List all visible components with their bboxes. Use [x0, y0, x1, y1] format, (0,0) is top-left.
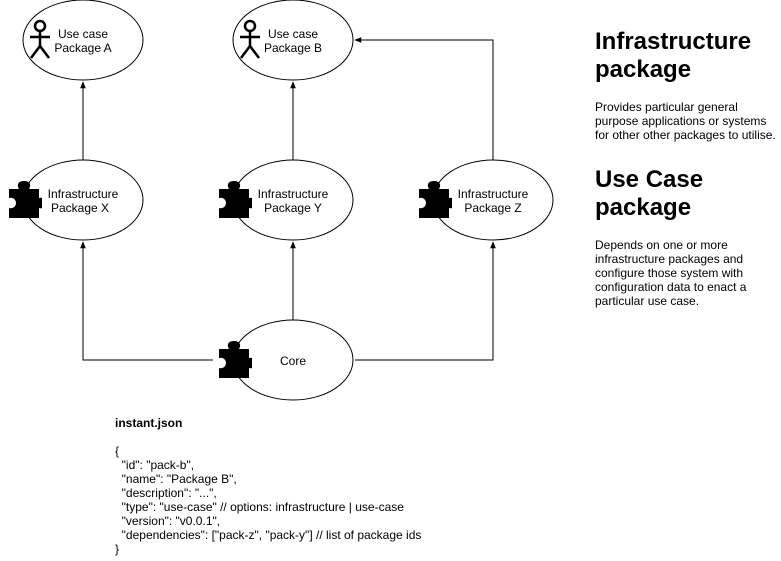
- json-example-title: instant.json: [115, 416, 183, 430]
- edge-core-to-z: [355, 241, 496, 361]
- node-label-line1: Infrastructure: [48, 187, 119, 201]
- node-label-line2: Package A: [54, 41, 111, 55]
- node-label-line1: Infrastructure: [258, 187, 329, 201]
- json-line: "name": "Package B",: [115, 472, 237, 486]
- node-package-y[interactable]: Infrastructure Package Y: [219, 159, 354, 241]
- json-line: "version": "v0.0.1",: [115, 514, 221, 528]
- node-package-a[interactable]: Use case Package A: [22, 0, 144, 81]
- json-line: "description": "...",: [115, 486, 217, 500]
- json-line: {: [115, 444, 120, 458]
- actor-icon: [30, 19, 50, 59]
- edge-core-to-x: [80, 241, 213, 361]
- json-line: "dependencies": ["pack-z", "pack-y"] // …: [115, 528, 422, 542]
- node-label-core: Core: [280, 354, 306, 368]
- node-label-line2: Package Z: [464, 201, 521, 215]
- edges: [80, 37, 496, 361]
- node-label-line1: Use case: [58, 27, 108, 41]
- node-label-line2: Package B: [264, 41, 322, 55]
- node-package-b[interactable]: Use case Package B: [232, 0, 354, 81]
- node-label-line1: Infrastructure: [458, 187, 529, 201]
- use-case-package-title: Use Case package: [595, 166, 704, 221]
- node-core[interactable]: Core: [219, 319, 354, 401]
- json-example: instant.json { "id": "pack-b", "name": "P…: [115, 416, 421, 556]
- json-line: "id": "pack-b",: [115, 458, 195, 472]
- infrastructure-package-description: Provides particular general purpose appl…: [595, 100, 776, 142]
- node-label-line1: Use case: [268, 27, 318, 41]
- edge-z-to-b: [354, 37, 494, 160]
- json-line: "type": "use-case" // options: infrastru…: [115, 500, 404, 514]
- json-line: }: [115, 542, 120, 556]
- node-label-line2: Package Y: [264, 201, 322, 215]
- node-label-line2: Package X: [51, 201, 109, 215]
- infrastructure-package-title: Infrastructure package: [595, 28, 752, 83]
- node-package-z[interactable]: Infrastructure Package Z: [419, 159, 554, 241]
- node-package-x[interactable]: Infrastructure Package X: [9, 159, 144, 241]
- actor-icon: [240, 19, 260, 59]
- use-case-package-description: Depends on one or more infrastructure pa…: [595, 238, 747, 308]
